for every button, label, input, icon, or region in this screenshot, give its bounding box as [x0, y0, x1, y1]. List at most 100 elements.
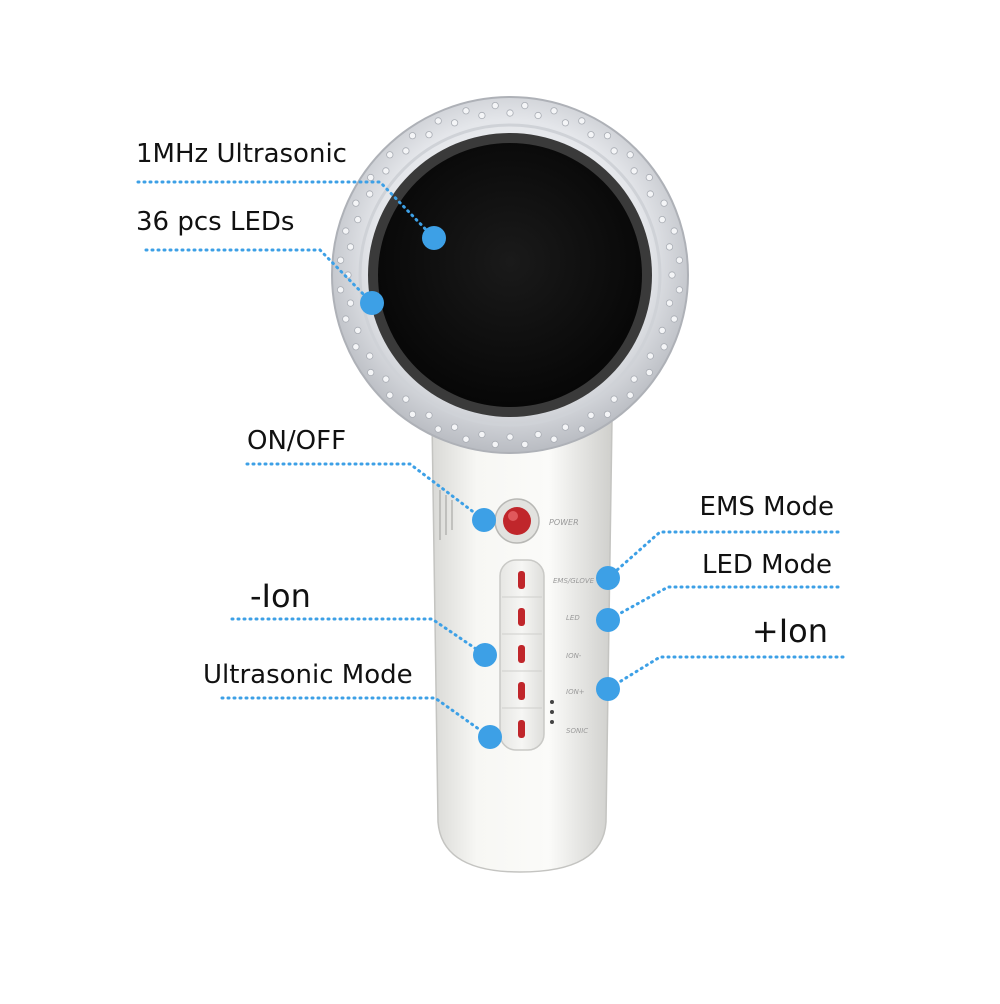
led-bead	[336, 256, 345, 264]
led-bead	[534, 430, 542, 439]
power-button[interactable]	[494, 498, 540, 544]
callout-dot-led-mode	[596, 608, 620, 632]
led-bead	[521, 440, 529, 448]
led-bead	[646, 190, 654, 198]
led-bead	[367, 173, 375, 182]
led-bead	[402, 395, 410, 403]
label-on-off: ON/OFF	[247, 426, 347, 456]
callout-line-ultrasonic-mode	[220, 696, 492, 739]
label-1mhz-ultrasonic: 1MHz Ultrasonic	[136, 139, 347, 169]
label-minus-ion: -Ion	[250, 577, 311, 615]
led-bead	[550, 107, 558, 115]
led-bead	[658, 326, 666, 334]
led-bead	[478, 111, 486, 120]
callout-line-on-off	[245, 462, 486, 522]
led-bead	[425, 411, 433, 419]
ion-minus-button[interactable]	[518, 645, 525, 663]
side-marks	[439, 490, 453, 540]
led-bead	[665, 243, 674, 251]
led-bead	[462, 435, 470, 443]
led-bead	[336, 286, 345, 294]
led-bead	[665, 299, 674, 307]
led-bead	[346, 299, 355, 307]
led-marking: LED	[566, 614, 580, 622]
callout-dot-minus-ion	[473, 643, 497, 667]
led-bead	[630, 167, 638, 175]
led-bead	[660, 343, 668, 351]
callout-dot-ultrasonic	[422, 226, 446, 250]
led-bead	[346, 243, 355, 251]
callout-line-plus-ion	[606, 655, 845, 691]
led-bead	[352, 343, 360, 351]
led-bead	[342, 315, 350, 323]
label-ultrasonic-mode: Ultrasonic Mode	[203, 660, 413, 690]
led-bead	[408, 410, 417, 418]
led-bead	[646, 352, 654, 360]
led-bead	[506, 433, 514, 441]
led-bead	[658, 216, 666, 224]
led-bead	[610, 147, 618, 155]
led-bead	[561, 119, 570, 127]
led-bead	[491, 102, 499, 110]
led-bead	[425, 131, 433, 139]
led-bead	[675, 286, 684, 294]
sonic-button[interactable]	[518, 720, 525, 738]
led-bead	[630, 375, 638, 383]
led-bead	[603, 410, 612, 418]
callout-line-minus-ion	[230, 617, 487, 657]
led-bead	[354, 326, 362, 334]
led-bead	[660, 199, 668, 207]
led-bead	[408, 132, 417, 140]
led-bead	[434, 425, 442, 433]
led-bead	[578, 425, 586, 433]
led-bead	[491, 440, 499, 448]
led-bead	[534, 111, 542, 120]
device-head	[331, 96, 689, 454]
callout-dot-on-off	[472, 508, 496, 532]
led-bead	[354, 216, 362, 224]
led-bead	[578, 117, 586, 125]
callout-dot-ultrasonic-mode	[478, 725, 502, 749]
led-bead	[366, 352, 374, 360]
sonic-marking: SONIC	[566, 727, 588, 735]
ems-glove-marking: EMS/GLOVE	[553, 577, 595, 585]
callout-line-leds	[144, 248, 374, 305]
ion-minus-marking: ION-	[566, 652, 582, 660]
led-bead	[668, 271, 676, 279]
callout-dot-ems-mode	[596, 566, 620, 590]
led-bead	[550, 435, 558, 443]
power-marking: POWER	[549, 518, 579, 527]
intensity-indicator-dots	[550, 700, 554, 724]
led-bead	[386, 151, 394, 159]
led-bead	[386, 391, 394, 399]
callout-line-ultrasonic	[136, 180, 436, 240]
ion-plus-button[interactable]	[518, 682, 525, 700]
led-bead	[670, 315, 678, 323]
led-bead	[450, 423, 459, 431]
label-plus-ion: +Ion	[751, 612, 828, 650]
ems-glove-button[interactable]	[518, 571, 525, 589]
led-bead	[610, 395, 618, 403]
label-36-pcs-leds: 36 pcs LEDs	[136, 207, 295, 237]
led-bead	[478, 430, 486, 439]
label-led-mode: LED Mode	[701, 550, 832, 580]
led-bead	[561, 423, 570, 431]
led-bead	[645, 368, 653, 377]
led-bead	[521, 102, 529, 110]
callout-dot-plus-ion	[596, 677, 620, 701]
callout-line-ems-mode	[606, 530, 840, 580]
led-button[interactable]	[518, 608, 525, 626]
led-bead	[626, 391, 634, 399]
led-bead	[352, 199, 360, 207]
led-bead	[675, 256, 684, 264]
led-bead	[382, 167, 390, 175]
led-bead	[462, 107, 470, 115]
led-ring	[336, 102, 684, 448]
led-bead	[342, 227, 350, 235]
led-bead	[587, 131, 595, 139]
led-bead	[366, 190, 374, 198]
callout-line-led-mode	[606, 585, 840, 622]
label-ems-mode: EMS Mode	[699, 492, 834, 522]
